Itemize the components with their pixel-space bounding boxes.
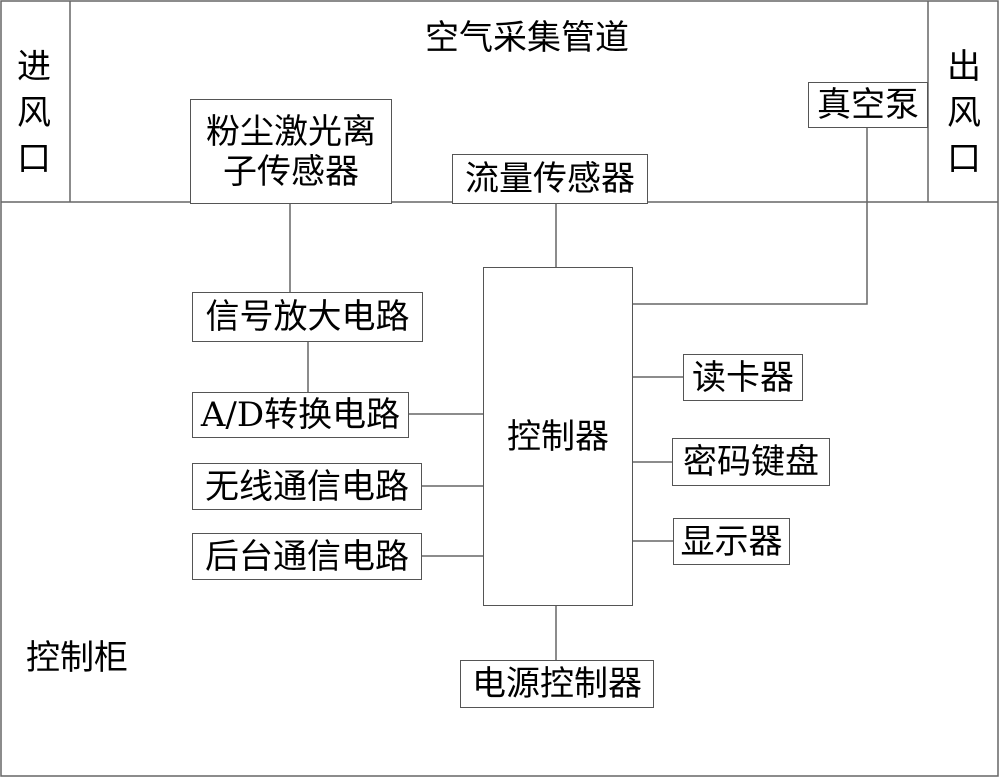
dust-sensor-label-line2: 子传感器 <box>223 151 359 192</box>
ad-convert-box: A/D转换电路 <box>192 392 409 438</box>
inlet-label: 进风口 <box>17 47 51 179</box>
pump-to-controller-line <box>633 128 868 305</box>
controller-box: 控制器 <box>483 267 633 606</box>
dust-sensor-label-line1: 粉尘激光离 <box>206 111 376 152</box>
outlet-label: 出风口 <box>947 47 981 179</box>
wireless-box: 无线通信电路 <box>192 463 422 510</box>
dust-sensor-box: 粉尘激光离 子传感器 <box>190 99 392 204</box>
flow-sensor-box: 流量传感器 <box>452 154 648 204</box>
keypad-box: 密码键盘 <box>672 438 830 486</box>
cabinet-label: 控制柜 <box>26 638 128 678</box>
backend-box: 后台通信电路 <box>192 533 422 580</box>
card-reader-box: 读卡器 <box>683 354 803 401</box>
display-box: 显示器 <box>673 518 790 565</box>
signal-amp-box: 信号放大电路 <box>192 292 423 342</box>
vacuum-pump-box: 真空泵 <box>808 82 928 128</box>
power-controller-box: 电源控制器 <box>460 660 654 708</box>
pipe-title: 空气采集管道 <box>425 18 629 58</box>
